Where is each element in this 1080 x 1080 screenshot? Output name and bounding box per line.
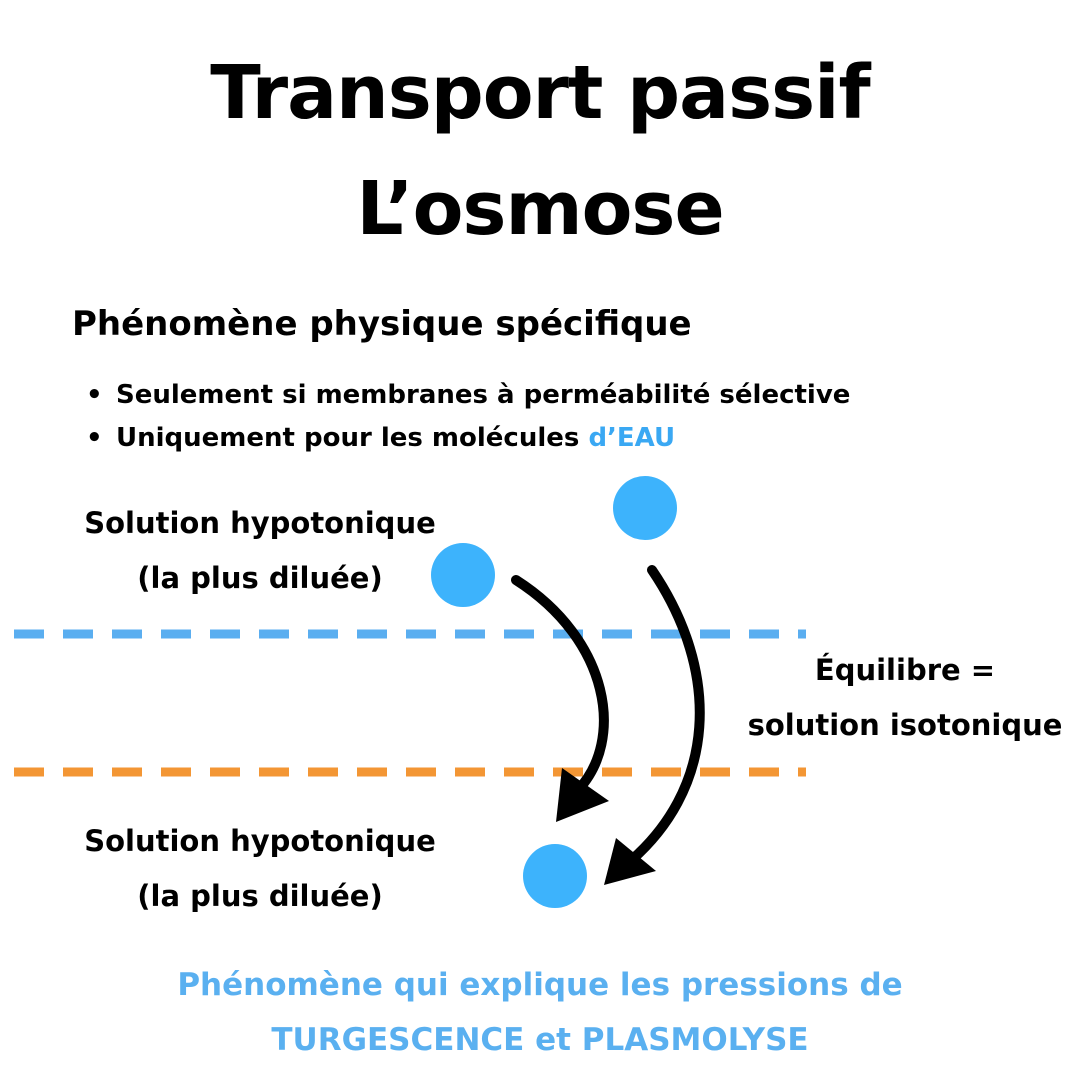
subtitle: Phénomène physique spécifique — [72, 304, 692, 344]
bullet-highlight: d’EAU — [588, 423, 676, 453]
water-molecule-icon — [523, 844, 587, 908]
title-line-1: Transport passif — [210, 50, 871, 136]
bullet-text: Uniquement pour les molécules — [116, 423, 589, 453]
equilibrium-label-line-2: solution isotonique — [747, 708, 1063, 742]
equilibrium-label-line-1: Équilibre = — [814, 653, 996, 687]
arrow-head-icon — [556, 768, 609, 822]
bottom-solution-label-line-2: (la plus diluée) — [137, 879, 383, 913]
bottom-solution-label-line-1: Solution hypotonique — [84, 824, 436, 858]
bullet-item: • Uniquement pour les molécules d’EAU — [86, 417, 850, 460]
bullet-item: • Seulement si membranes à perméabilité s… — [86, 374, 850, 417]
footer-line-2: TURGESCENCE et PLASMOLYSE — [271, 1022, 809, 1058]
footer-line-1: Phénomène qui explique les pressions de — [177, 967, 903, 1003]
equilibrium-label: Équilibre = solution isotonique — [720, 643, 1080, 753]
bottom-solution-label: Solution hypotonique (la plus diluée) — [60, 814, 460, 924]
curved-arrow-icon — [617, 565, 705, 873]
bullet-dot: • — [86, 380, 103, 410]
title-line-2: L’osmose — [356, 166, 724, 252]
bullet-list: • Seulement si membranes à perméabilité s… — [86, 374, 850, 460]
arrow-head-icon — [604, 838, 656, 885]
top-solution-label-line-1: Solution hypotonique — [84, 506, 436, 540]
footer-note: Phénomène qui explique les pressions de … — [0, 958, 1080, 1068]
top-solution-label-line-2: (la plus diluée) — [137, 561, 383, 595]
bullet-dot: • — [86, 423, 103, 453]
water-molecule-icon — [613, 476, 677, 540]
curved-arrow-icon — [511, 575, 609, 795]
top-solution-label: Solution hypotonique (la plus diluée) — [60, 496, 460, 606]
water-molecule-icon — [431, 543, 495, 607]
bullet-text: Seulement si membranes à perméabilité sé… — [116, 380, 851, 410]
